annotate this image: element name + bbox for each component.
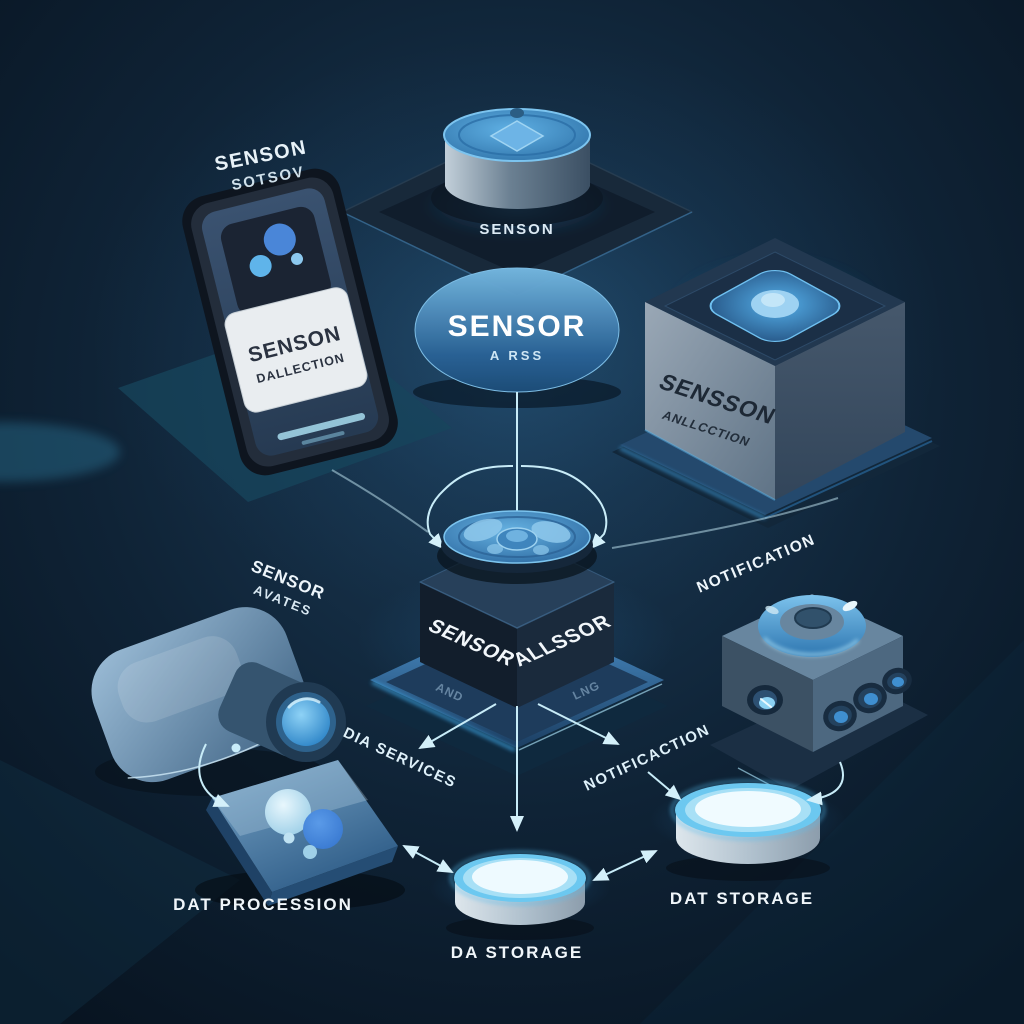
hub-box-right-face — [517, 582, 614, 708]
arrow-hub-to-services — [418, 703, 497, 750]
cube-device: SENSSON ANLLCCTION — [612, 238, 940, 528]
floor-sheen-left — [0, 760, 240, 1024]
arrow-curved-into-storage-right — [806, 761, 844, 806]
smartphone-device: SENSON DALLECTION SENSON SOTSOV — [0, 136, 452, 502]
connector-phone-to-hub — [331, 469, 429, 533]
ellipse-title: SENSOR — [448, 310, 587, 343]
arrow-hub-to-notification — [537, 703, 620, 745]
folder-icon — [220, 206, 331, 316]
dot-icon — [510, 108, 524, 118]
diamond-icon — [489, 120, 545, 152]
connector-cube-to-hub — [611, 497, 839, 549]
storage-cylinder-center: DA STORAGE — [430, 850, 610, 962]
storage-right-label: DAT STORAGE — [670, 889, 814, 908]
arrow-notification-to-storage-right — [647, 771, 682, 801]
envelope-processing-node: DAT PROCESSION — [173, 760, 405, 914]
phone-card — [224, 287, 368, 413]
arrow-storage-storage-bidirectional — [592, 850, 658, 881]
cube-right-face — [775, 302, 905, 500]
ellipse-subtitle: A RSS — [490, 348, 544, 363]
connector-branch-right — [520, 465, 608, 550]
notification-device: NOTIFICATION — [694, 531, 928, 806]
arrow-into-envelope — [198, 743, 230, 807]
connectors-lower — [198, 703, 844, 881]
storage-center-label: DA STORAGE — [451, 943, 583, 962]
arrow-envelope-storage-bidirectional — [402, 845, 454, 873]
connector-branch-left — [426, 465, 514, 550]
camera-device: SENSOR AVATES — [91, 557, 346, 802]
bubble-light-icon — [265, 789, 311, 835]
hub-box-left-face — [420, 582, 517, 708]
storage-cylinder-right: DAT STORAGE — [650, 779, 846, 908]
sensor-ellipse-node: SENSOR A RSS — [413, 267, 621, 408]
notifier-right-lenses — [823, 667, 912, 732]
cube-left-face — [645, 302, 775, 500]
top-sensor-label: SENSON — [479, 221, 554, 238]
envelope-label: DAT PROCESSION — [173, 895, 353, 914]
bubble-blue-icon — [303, 809, 343, 849]
